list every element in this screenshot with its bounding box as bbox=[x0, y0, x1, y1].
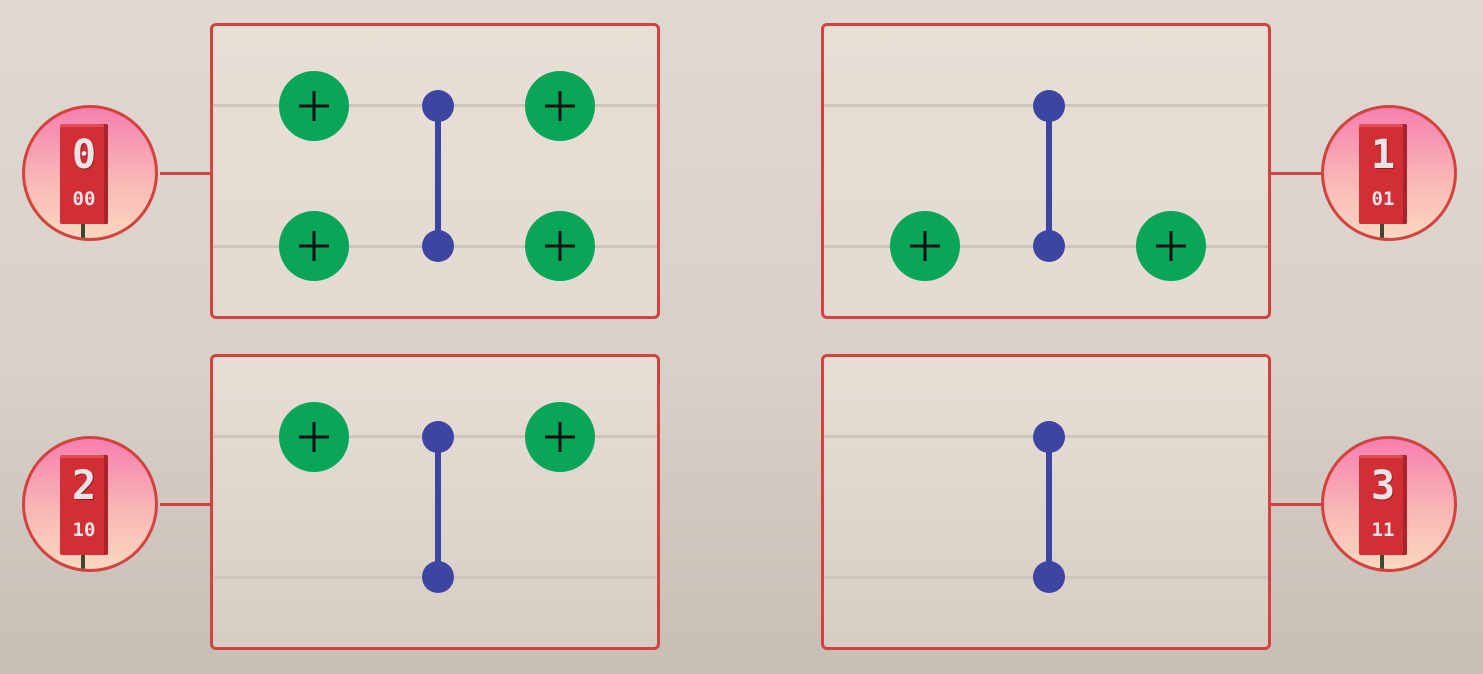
circuit-panel-10 bbox=[210, 354, 660, 650]
book-bits: 10 bbox=[72, 519, 96, 541]
cz-gate-line bbox=[435, 437, 441, 577]
book-bits: 01 bbox=[1371, 188, 1395, 210]
circuit-panel-00 bbox=[210, 23, 660, 319]
book-stem bbox=[81, 555, 85, 569]
oracle-badge-00: 0 00 bbox=[22, 105, 158, 241]
cz-control-dot bbox=[1033, 421, 1065, 453]
book-icon: 2 10 bbox=[60, 455, 108, 555]
book-stem bbox=[1380, 555, 1384, 569]
cz-target-dot bbox=[1033, 230, 1065, 262]
x-gate-icon bbox=[279, 71, 349, 141]
circuit-panel-11 bbox=[821, 354, 1271, 650]
cz-target-dot bbox=[422, 230, 454, 262]
oracle-badge-11: 3 11 bbox=[1321, 436, 1457, 572]
book-stem bbox=[1380, 224, 1384, 238]
x-gate-icon bbox=[525, 71, 595, 141]
connector-line bbox=[160, 503, 212, 506]
cz-target-dot bbox=[422, 561, 454, 593]
x-gate-icon bbox=[1136, 211, 1206, 281]
book-bits: 11 bbox=[1371, 519, 1395, 541]
x-gate-icon bbox=[525, 402, 595, 472]
cz-control-dot bbox=[1033, 90, 1065, 122]
book-icon: 1 01 bbox=[1359, 124, 1407, 224]
cz-target-dot bbox=[1033, 561, 1065, 593]
book-digit: 3 bbox=[1370, 463, 1396, 509]
cz-gate-line bbox=[1046, 106, 1052, 246]
x-gate-icon bbox=[279, 211, 349, 281]
book-digit: 0 bbox=[71, 132, 97, 178]
x-gate-icon bbox=[525, 211, 595, 281]
book-bits: 00 bbox=[72, 188, 96, 210]
connector-line bbox=[1270, 172, 1322, 175]
book-digit: 1 bbox=[1370, 132, 1396, 178]
book-icon: 0 00 bbox=[60, 124, 108, 224]
book-stem bbox=[81, 224, 85, 238]
book-icon: 3 11 bbox=[1359, 455, 1407, 555]
oracle-badge-10: 2 10 bbox=[22, 436, 158, 572]
book-digit: 2 bbox=[71, 463, 97, 509]
circuit-panel-01 bbox=[821, 23, 1271, 319]
cz-control-dot bbox=[422, 421, 454, 453]
oracle-badge-01: 1 01 bbox=[1321, 105, 1457, 241]
cz-control-dot bbox=[422, 90, 454, 122]
connector-line bbox=[160, 172, 212, 175]
connector-line bbox=[1270, 503, 1322, 506]
cz-gate-line bbox=[1046, 437, 1052, 577]
x-gate-icon bbox=[890, 211, 960, 281]
cz-gate-line bbox=[435, 106, 441, 246]
x-gate-icon bbox=[279, 402, 349, 472]
